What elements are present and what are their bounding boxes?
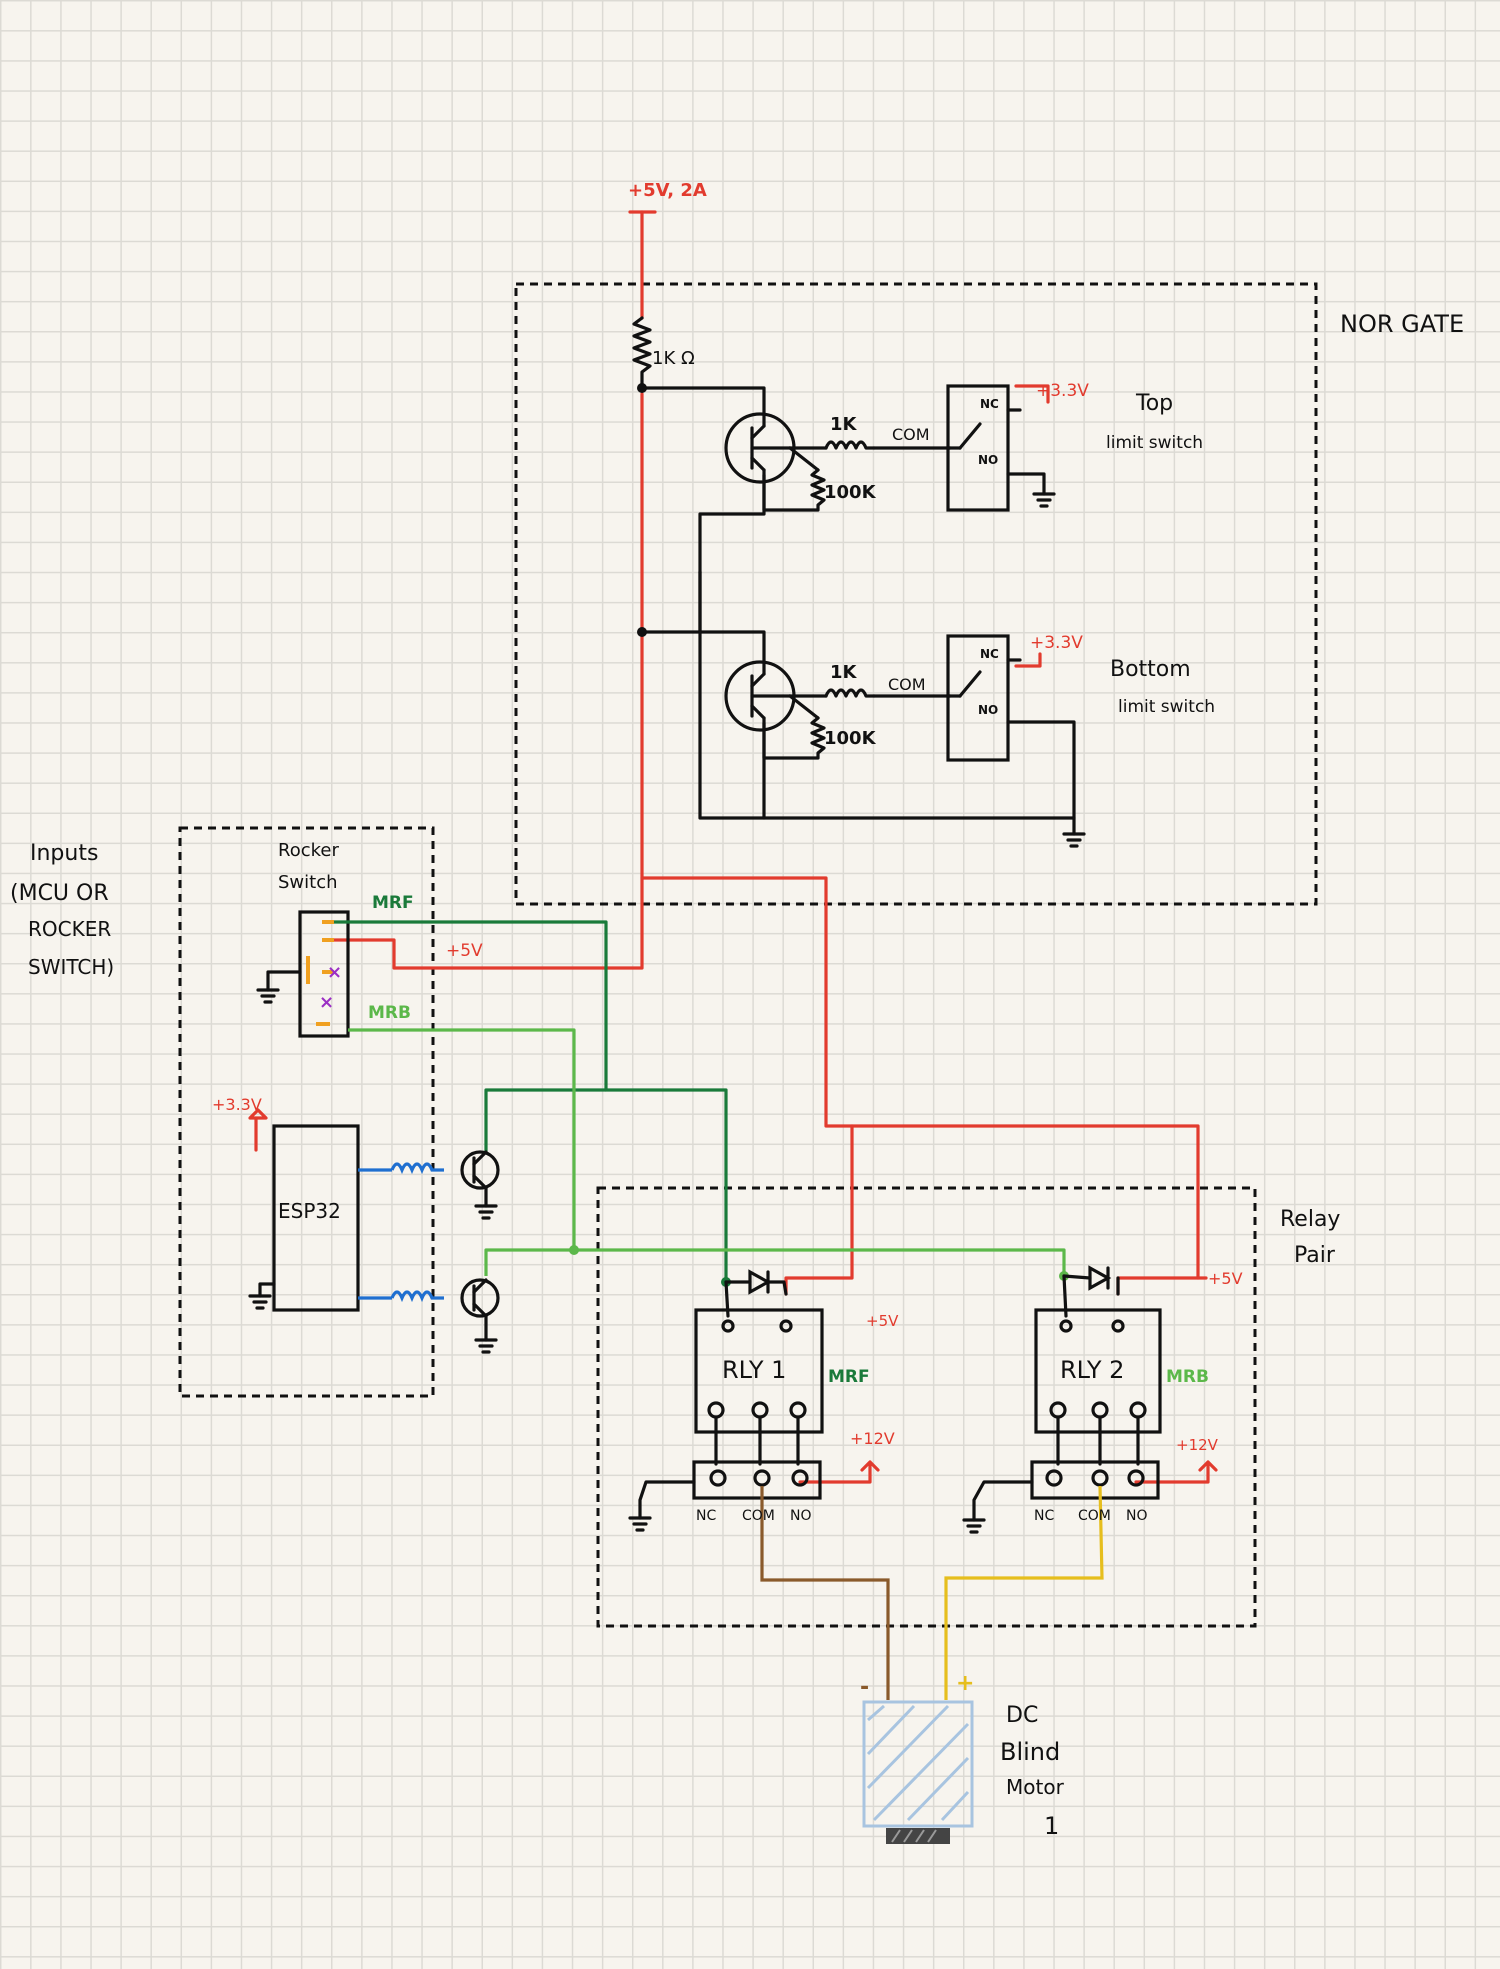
bottom-switch-label-1: Bottom bbox=[1110, 657, 1191, 682]
motor-wire-minus bbox=[760, 1486, 890, 1700]
bottom-limit-switch bbox=[946, 634, 1010, 762]
com-1-label: COM bbox=[742, 1508, 775, 1524]
input-transistor-1 bbox=[460, 1150, 500, 1220]
top-switch-label-1: Top bbox=[1135, 391, 1173, 416]
svg-text:×: × bbox=[327, 962, 342, 983]
mrb-top-label: MRB bbox=[368, 1003, 411, 1023]
motor-wire-plus bbox=[944, 1485, 1104, 1700]
top-switch-label-2: limit switch bbox=[1106, 433, 1203, 453]
com-2-label: COM bbox=[1078, 1508, 1111, 1524]
v5-rocker-label: +5V bbox=[446, 941, 483, 961]
mrf-wire bbox=[334, 920, 728, 1282]
resistor-1k-a bbox=[824, 440, 876, 450]
no-b-label: NO bbox=[978, 703, 998, 717]
v12-1-label: +12V bbox=[850, 1429, 895, 1448]
motor-minus-label: - bbox=[860, 1675, 869, 1700]
nor-gate-title: NOR GATE bbox=[1340, 310, 1464, 338]
esp32-module bbox=[248, 1124, 360, 1312]
mrb-bus bbox=[484, 1248, 1066, 1276]
resistor-100k-a bbox=[762, 468, 826, 512]
junction-dot bbox=[637, 627, 647, 637]
inputs-label-3: ROCKER bbox=[28, 917, 111, 941]
no-a-label: NO bbox=[978, 453, 998, 467]
relay-pair-label-2: Pair bbox=[1294, 1243, 1336, 1268]
junction-dot bbox=[569, 1245, 579, 1255]
esp32-label: ESP32 bbox=[278, 1199, 341, 1223]
r1k-a-label: 1K bbox=[830, 414, 858, 435]
rly2-label: RLY 2 bbox=[1060, 1356, 1124, 1384]
inputs-label-2: (MCU OR bbox=[10, 881, 109, 906]
red-power-wires bbox=[248, 210, 1218, 1484]
r-top-label: 1K Ω bbox=[652, 348, 695, 369]
com-b-label: COM bbox=[888, 675, 926, 694]
mrf-wire-to-esp bbox=[484, 1088, 606, 1152]
motor-label-2: Blind bbox=[1000, 1738, 1060, 1766]
nc-a-label: NC bbox=[980, 397, 999, 411]
svg-text:×: × bbox=[319, 992, 334, 1013]
v12-2-label: +12V bbox=[1176, 1436, 1219, 1454]
nc-b-label: NC bbox=[980, 647, 999, 661]
resistor-100k-b bbox=[762, 716, 826, 760]
inputs-box bbox=[178, 826, 435, 1398]
rocker-switch: × × bbox=[256, 910, 350, 1038]
no-1-label: NO bbox=[790, 1508, 812, 1524]
v33-bot-label: +3.3V bbox=[1030, 633, 1083, 653]
nor-gate-box bbox=[514, 282, 1318, 906]
inputs-label-4: SWITCH) bbox=[28, 955, 114, 979]
nc-2-label: NC bbox=[1034, 1508, 1054, 1524]
v5-relay-right-label: +5V bbox=[1208, 1269, 1243, 1288]
ground-symbol bbox=[1032, 492, 1056, 508]
ground-symbol bbox=[1062, 832, 1086, 848]
motor-label-1: DC bbox=[1006, 1703, 1038, 1728]
mrb-wire bbox=[348, 1028, 576, 1250]
rocker-label-2: Switch bbox=[278, 872, 338, 893]
com-a-label: COM bbox=[892, 425, 930, 444]
r1k-b-label: 1K bbox=[830, 662, 858, 683]
motor-label-4: 1 bbox=[1044, 1812, 1059, 1840]
nc-1-label: NC bbox=[696, 1508, 716, 1524]
relay-2 bbox=[962, 1265, 1162, 1534]
motor-plus-label: + bbox=[956, 1671, 974, 1696]
input-transistor-2 bbox=[460, 1278, 500, 1354]
relay-pair-box bbox=[596, 1186, 1257, 1628]
motor-label-3: Motor bbox=[1006, 1775, 1065, 1799]
relay-pair-label-1: Relay bbox=[1280, 1207, 1340, 1232]
resistor-1k-b bbox=[824, 688, 876, 698]
mrb-rly-label: MRB bbox=[1166, 1367, 1209, 1387]
junction-dot bbox=[637, 383, 647, 393]
v33-top-label: +3.3V bbox=[1036, 381, 1089, 401]
r100k-b-label: 100K bbox=[824, 728, 877, 749]
dc-blind-motor bbox=[862, 1700, 974, 1844]
rocker-label-1: Rocker bbox=[278, 840, 339, 861]
mrf-top-label: MRF bbox=[372, 893, 414, 913]
mrf-rly-label: MRF bbox=[828, 1367, 870, 1387]
v33-esp-label: +3.3V bbox=[212, 1095, 262, 1114]
resistor-1k-top bbox=[632, 316, 652, 392]
inputs-label-1: Inputs bbox=[30, 841, 98, 866]
bottom-switch-label-2: limit switch bbox=[1118, 697, 1215, 717]
r100k-a-label: 100K bbox=[824, 482, 877, 503]
nor-gate-circuit bbox=[637, 383, 1086, 848]
v5-rly1-label: +5V bbox=[866, 1312, 899, 1330]
supply-label: +5V, 2A bbox=[628, 180, 707, 201]
relay-1 bbox=[628, 1269, 824, 1532]
no-2-label: NO bbox=[1126, 1508, 1148, 1524]
rly1-label: RLY 1 bbox=[722, 1356, 786, 1384]
